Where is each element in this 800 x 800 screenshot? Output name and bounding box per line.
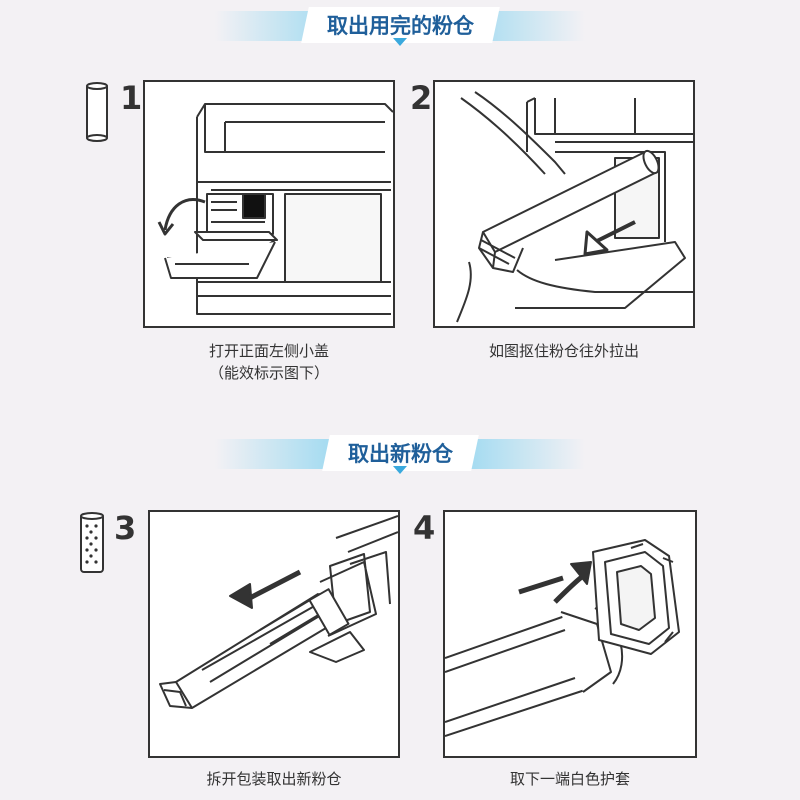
step-4-caption: 取下一端白色护套 (509, 770, 630, 788)
section-banner-remove-used: 取出用完的粉仓 (215, 2, 585, 48)
step-number-2: 2 (410, 79, 433, 117)
banner-pointer (393, 38, 407, 46)
step-3-caption: 拆开包装取出新粉仓 (206, 770, 342, 788)
step-2-caption: 如图抠住粉仓往外拉出 (488, 342, 639, 360)
step-2-illustration (433, 80, 695, 328)
cartridge-empty-icon (86, 82, 108, 142)
step-number-1: 1 (120, 79, 143, 117)
cartridge-full-icon (80, 512, 104, 573)
section-banner-take-new: 取出新粉仓 (215, 430, 585, 476)
step-3-illustration (148, 510, 400, 758)
step-number-3: 3 (114, 509, 137, 547)
step-1-caption: 打开正面左侧小盖 （能效标示图下） (208, 342, 329, 382)
banner-pointer (393, 466, 407, 474)
step-number-4: 4 (413, 509, 436, 547)
step-4-illustration (443, 510, 697, 758)
step-1-illustration (143, 80, 395, 328)
